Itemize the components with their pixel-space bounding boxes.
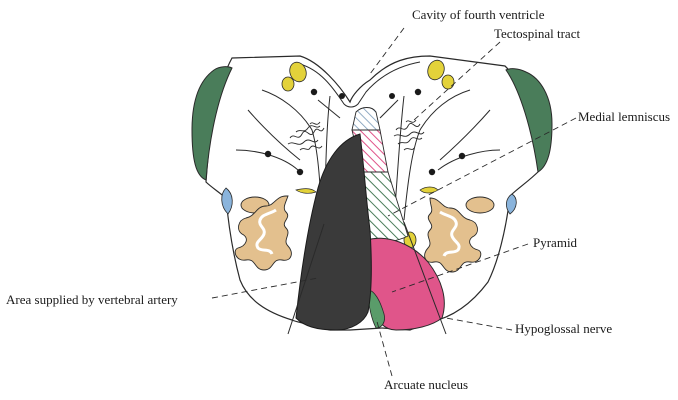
left-yellow-nucleus-1	[289, 61, 307, 83]
left-yellow-nucleus-2	[281, 76, 295, 92]
hypoglossal-nerve-line-left	[287, 223, 325, 335]
arcuate-nucleus	[367, 289, 385, 329]
label-area-supplied-by-vertebral-artery: Area supplied by vertebral artery	[6, 292, 178, 307]
leader-area-vertebral	[211, 277, 319, 299]
leader-hypoglossal	[445, 317, 513, 331]
right-cerebellar-peduncle	[505, 68, 553, 173]
label-arcuate-nucleus: Arcuate nucleus	[384, 377, 469, 392]
label-medial-lemniscus: Medial lemniscus	[578, 109, 671, 124]
leader-lines	[211, 27, 577, 377]
leader-medial-lemniscus	[387, 117, 577, 217]
right-blue-rootlet	[506, 193, 517, 215]
hypoglossal-nerve-line-right	[403, 221, 447, 335]
left-cerebellar-peduncle	[191, 66, 233, 181]
nucleus-dots	[264, 88, 466, 176]
reticular-formation	[287, 119, 425, 151]
left-yellow-strip	[295, 188, 317, 194]
vertebral-artery-territory	[295, 133, 372, 331]
right-inferior-olive	[424, 196, 495, 273]
fourth-ventricle-floor	[299, 61, 421, 108]
label-hypoglossal-nerve: Hypoglossal nerve	[515, 321, 613, 336]
left-inferior-olive	[234, 195, 292, 271]
label-pyramid: Pyramid	[533, 235, 578, 250]
label-tectospinal-tract: Tectospinal tract	[494, 26, 581, 41]
left-blue-rootlet	[221, 187, 233, 215]
leader-arcuate	[375, 317, 393, 377]
mlf-hatched-region	[351, 107, 381, 131]
leader-pyramid	[391, 243, 529, 293]
right-yellow-nucleus-2	[441, 74, 455, 90]
right-yellow-nucleus-1	[427, 59, 445, 81]
label-cavity-of-fourth-ventricle: Cavity of fourth ventricle	[412, 7, 545, 22]
